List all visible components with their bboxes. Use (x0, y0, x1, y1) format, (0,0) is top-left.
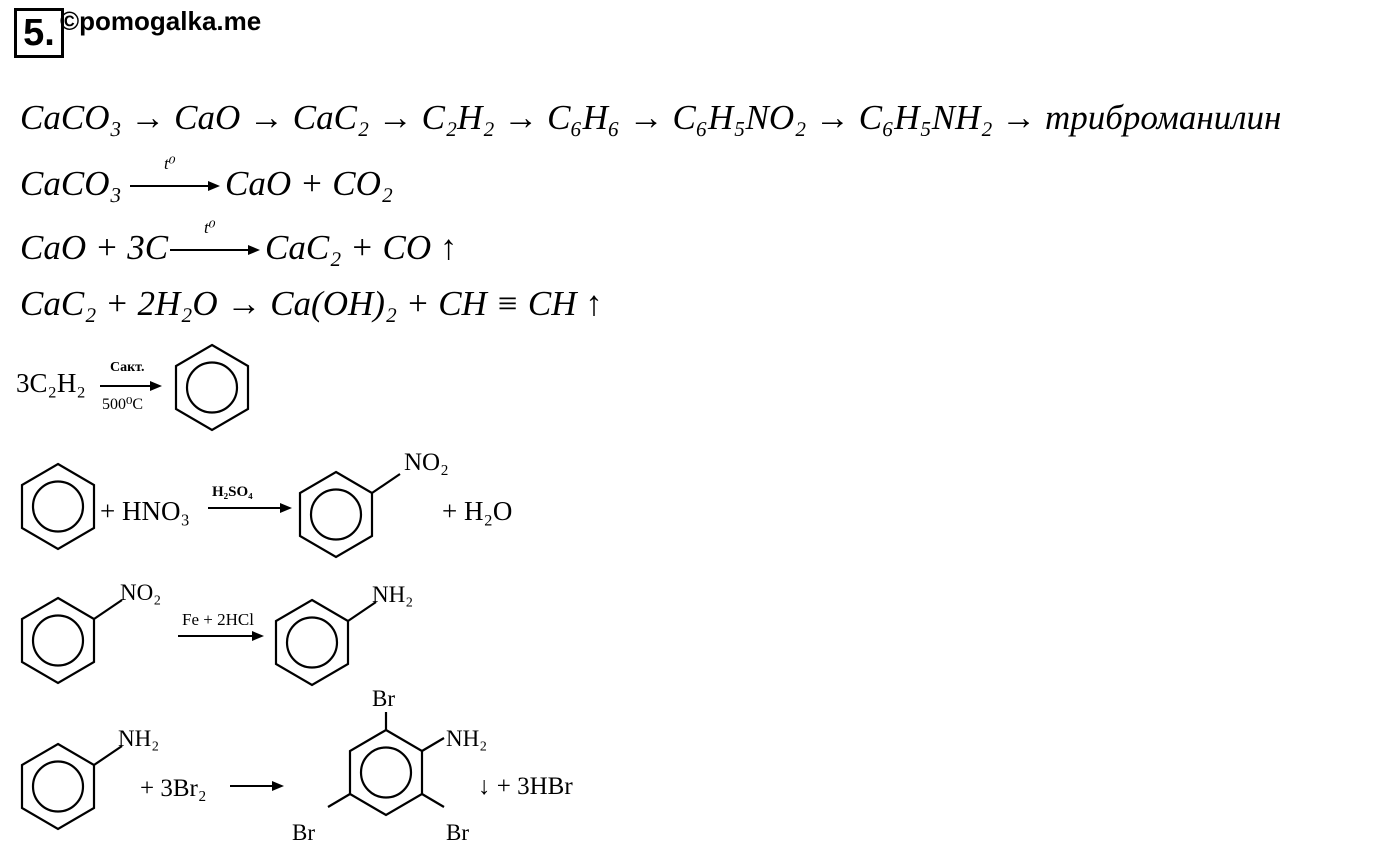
eq7-br-top: Br (372, 686, 395, 711)
eq1-left: CaCO₃ (20, 164, 122, 203)
eq2-condition: t⁰ (204, 218, 216, 237)
eq5-product: + H₂O (442, 496, 513, 526)
eq5-substituent: NO₂ (404, 449, 449, 476)
task-number: 5. (14, 8, 64, 58)
aniline-ring (274, 598, 377, 687)
eq3: CaC₂ + 2H₂O → Ca(OH)₂ + CH ≡ CH ↑ (20, 284, 603, 323)
eq2-arrow (170, 245, 260, 255)
eq7-br-left: Br (292, 820, 315, 845)
watermark: ©pomogalka.me (60, 6, 262, 36)
aniline-ring-2 (20, 742, 123, 831)
eq4-left: 3C₂H₂ (16, 368, 86, 398)
eq6-substituent-left: NO₂ (120, 580, 162, 605)
eq1-arrow (130, 181, 220, 191)
eq5-reagent: + HNO₃ (100, 496, 190, 526)
eq4-cond-bottom: 500⁰C (102, 396, 144, 413)
eq7-arrow (230, 781, 284, 791)
eq6-condition: Fe + 2HCl (182, 610, 254, 629)
eq5-condition: H₂SO₄ (212, 484, 253, 500)
benzene-ring-2 (20, 462, 96, 551)
benzene-ring-1 (174, 343, 250, 432)
nitrobenzene-ring-2 (20, 596, 123, 685)
eq7-product: ↓ + 3HBr (478, 773, 573, 800)
eq7-br-right: Br (446, 820, 469, 845)
eq6-substituent-right: NH₂ (372, 582, 414, 607)
eq2-right: CaC₂ + CO ↑ (265, 228, 458, 267)
tribromoaniline-ring (327, 712, 445, 817)
eq2-left: CaO + 3C (20, 228, 169, 267)
eq7-nh2: NH₂ (446, 726, 488, 751)
eq5-arrow (208, 503, 292, 513)
eq6-arrow (178, 631, 264, 641)
nitrobenzene-ring (298, 470, 401, 559)
scheme-line: CaCO₃ → CaO → CaC₂ → C₂H₂ → C₆H₆ → C₆H₅N… (20, 98, 1282, 137)
eq7-reagent: + 3Br₂ (140, 775, 207, 802)
eq7-substituent-left: NH₂ (118, 726, 160, 751)
eq1-condition: t⁰ (164, 154, 176, 173)
eq4-cond-top: Cакт. (110, 360, 145, 375)
eq4-arrow (100, 381, 162, 391)
eq1-right: CaO + CO₂ (225, 164, 394, 203)
